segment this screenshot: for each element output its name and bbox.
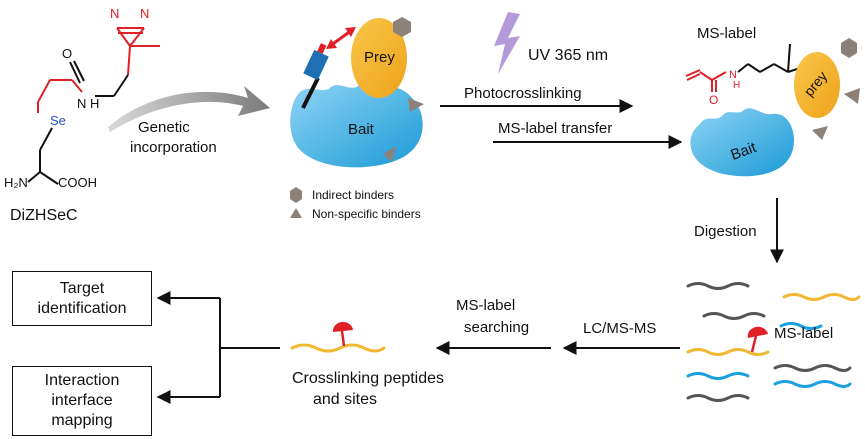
target-identification-box: Target identification (12, 271, 152, 326)
incorporation-arrow (108, 86, 270, 132)
amide-n-right: N (729, 69, 737, 81)
indirect-binder-hexagon (393, 17, 411, 37)
labeled-complex: MS-label O N H prey Bait (685, 25, 860, 177)
crosslinked-peptide (290, 343, 386, 353)
linker-chain (37, 79, 83, 113)
dizhsec-structure: N N N H O Se H₂N COOH DiZHSeC (4, 6, 160, 224)
molecule-name: DiZHSeC (10, 207, 78, 224)
crosslinking-peptides-line1: Crosslinking peptides (292, 370, 444, 387)
peptide-yellow-1 (782, 293, 861, 301)
ms-label-tag-right (747, 326, 768, 353)
probe-blue-block (303, 49, 329, 81)
indirect-binder-hexagon-right (841, 38, 857, 58)
peptide-dark-2 (702, 312, 766, 320)
probe-linker (301, 77, 320, 109)
nonspecific-binder-triangle-right-2 (812, 126, 828, 140)
peptide-dark-1 (686, 282, 750, 290)
peptide-dark-3 (773, 364, 852, 372)
peptide-blue-3 (773, 380, 852, 388)
acid-group: COOH (58, 175, 97, 190)
incorporation-label: incorporation (130, 139, 217, 156)
target-identification-line2: identification (37, 299, 127, 317)
nonspecific-binder-triangle-2 (383, 146, 396, 162)
ms-label-transfer-label: MS-label transfer (498, 120, 612, 137)
bait-protein-right (690, 108, 794, 177)
probe-red-tip (317, 43, 327, 54)
amide-o-right: O (709, 93, 718, 107)
photocrosslinking-label: Photocrosslinking (464, 85, 582, 102)
lc-msms-label: LC/MS-MS (583, 320, 656, 337)
interaction-mapping-line3: mapping (51, 412, 113, 429)
legend-nonspecific: Non-specific binders (312, 207, 421, 221)
nonspecific-binder-triangle-right-1 (844, 88, 860, 104)
diazirine-n2: N (140, 6, 149, 21)
prey-protein-right (794, 52, 840, 118)
bait-label: Bait (348, 121, 375, 138)
selenium-atom: Se (50, 113, 66, 128)
crosslinking-peptides-line2: and sites (313, 391, 377, 408)
diazirine-n1: N (110, 6, 119, 21)
interaction-mapping-line1: Interaction (44, 372, 120, 389)
uv-label: UV 365 nm (528, 47, 608, 64)
amide-n: N (77, 96, 86, 111)
genetic-label: Genetic (138, 119, 190, 136)
amide-h-right: H (733, 80, 740, 91)
nonspecific-binder-triangle-1 (408, 98, 424, 112)
diazirine-group (116, 27, 160, 76)
ms-label-tag-left (332, 321, 353, 347)
peptide-dark-4 (686, 394, 750, 402)
carbonyl-o: O (62, 46, 72, 61)
bait-protein (290, 84, 423, 168)
interaction-mapping-box: Interaction interface mapping (12, 366, 152, 436)
legend-triangle-icon (290, 208, 302, 218)
ms-label-peptide-label: MS-label (774, 325, 833, 342)
peptide-pool (686, 282, 861, 402)
peptide-blue-2 (686, 372, 750, 380)
ms-label-top: MS-label (697, 25, 756, 42)
uv-lightning-icon (494, 12, 520, 74)
legend-indirect: Indirect binders (312, 188, 394, 202)
prey-label: Prey (364, 49, 395, 66)
peptide-blue-1 (779, 322, 823, 330)
peptide-yellow-2 (686, 348, 770, 356)
amine-group: H₂N (4, 175, 28, 190)
prey-protein (351, 18, 407, 98)
binder-legend: Indirect binders Non-specific binders (290, 187, 421, 221)
ms-label-searching-line2: searching (464, 319, 529, 336)
outcome-connector (156, 291, 280, 404)
legend-hexagon-icon (290, 187, 302, 203)
ms-label-searching-line1: MS-label (456, 297, 515, 314)
interaction-mapping-line2: interface (51, 392, 113, 409)
target-identification-line1: Target (59, 279, 105, 297)
amide-h: H (90, 96, 99, 111)
digestion-label: Digestion (694, 223, 757, 240)
bait-prey-complex: Bait Prey (290, 17, 424, 168)
